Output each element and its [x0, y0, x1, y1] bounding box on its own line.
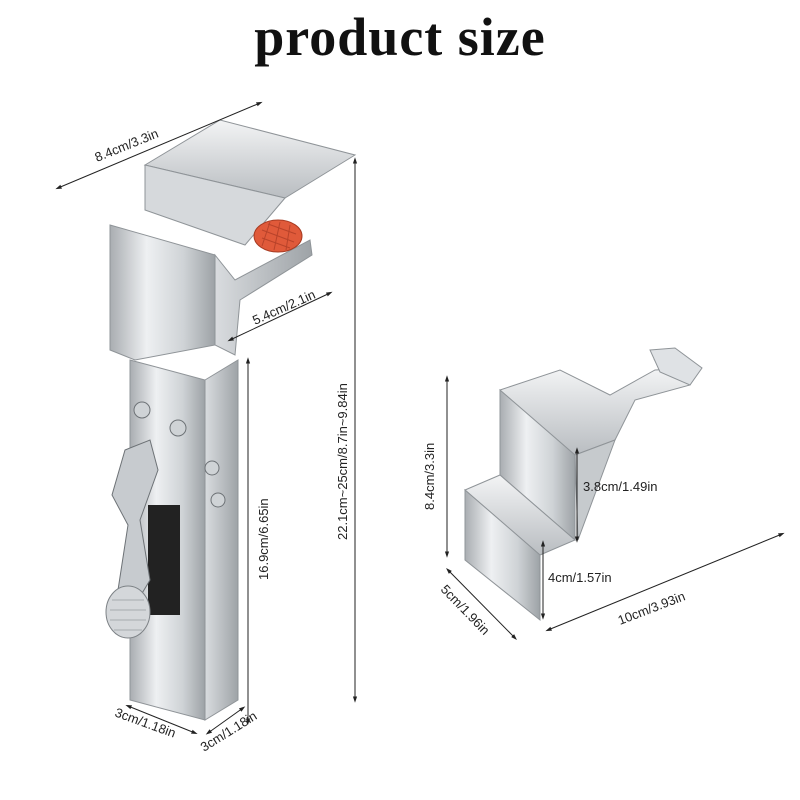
screw — [133, 401, 151, 419]
screw — [210, 492, 226, 508]
lock-body-side — [204, 359, 239, 721]
lock-slot — [148, 505, 180, 615]
rubber-pad-texture — [261, 221, 297, 251]
page-title: product size — [254, 7, 546, 67]
dim-label-bracket-width: 5cm/1.96in — [438, 582, 493, 638]
lever-grip — [105, 585, 151, 639]
bracket-part — [464, 347, 703, 622]
dim-label-hook-depth: 5.4cm/2.1in — [250, 287, 317, 328]
lock-device — [105, 119, 357, 721]
dim-label-lower-step: 4cm/1.57in — [548, 570, 612, 585]
lock-neck-side — [214, 239, 313, 356]
lever-grip-texture — [110, 599, 146, 631]
dim-line-bracket-length — [545, 532, 785, 632]
screw — [169, 419, 187, 437]
dim-line-base-depth — [205, 706, 246, 735]
dim-line-top-width — [55, 101, 263, 190]
bracket-mount-tab — [649, 347, 703, 386]
screw — [204, 460, 220, 476]
dim-line-bracket-width — [446, 568, 517, 640]
dim-line-base-width — [125, 704, 198, 735]
dim-label-bracket-length: 10cm/3.93in — [616, 588, 687, 627]
dim-label-upper-step: 3.8cm/1.49in — [583, 479, 657, 494]
bracket-lower-face — [464, 488, 541, 622]
lock-neck-panel — [109, 224, 216, 361]
dim-label-body-height: 16.9cm/6.65in — [256, 498, 271, 580]
dim-line-hook-depth — [227, 291, 333, 342]
dim-label-total-height: 22.1cm~25cm/8.7in~9.84in — [335, 383, 350, 540]
lock-lever — [111, 439, 159, 601]
dim-label-bracket-height: 8.4cm/3.3in — [422, 443, 437, 510]
